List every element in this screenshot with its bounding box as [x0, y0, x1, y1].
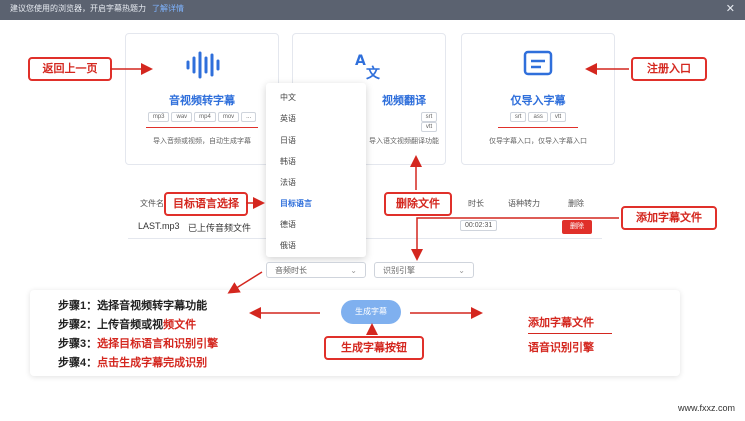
banner-link[interactable]: 了解详情 [152, 4, 184, 13]
translate-icon: A 文 [293, 50, 445, 82]
divider [528, 333, 612, 334]
header-delete: 删除 [568, 199, 584, 208]
card-desc: 导入语文视频翻译功能 [369, 138, 439, 145]
header-filename: 文件名 [140, 199, 164, 208]
annotation-add-subtitle-file: 添加字幕文件 [621, 206, 717, 230]
language-option[interactable]: 英语 [280, 114, 296, 123]
format-tag: vtt [420, 122, 438, 132]
banner-message: 建议您使用的浏览器，开启字幕热题力 [10, 4, 146, 13]
format-tag: wav [171, 112, 193, 122]
format-tag: mp3 [147, 112, 170, 122]
generate-subtitle-button[interactable]: 生成字幕 [341, 300, 401, 324]
top-banner: 建议您使用的浏览器，开启字幕热题力 了解详情 ✕ [0, 0, 745, 20]
card-desc: 仅导字幕入口，仅导入字幕入口 [489, 138, 587, 145]
select-value: 音频时长 [275, 266, 307, 275]
format-tag: srt [509, 112, 527, 122]
underline [146, 127, 258, 128]
annotation-add-subtitle: 添加字幕文件 [528, 317, 594, 329]
language-option[interactable]: 德语 [280, 220, 296, 229]
step-4: 步骤4：点击生成字幕完成识别 [58, 357, 208, 369]
language-option[interactable]: 韩语 [280, 157, 296, 166]
header-language: 语种转力 [508, 199, 540, 208]
format-tags: srtvtt [293, 112, 445, 132]
format-tag: vtt [549, 112, 567, 122]
delete-button[interactable]: 删除 [562, 220, 592, 234]
annotation-register: 注册入口 [631, 57, 707, 81]
watermark: www.fxxz.com [677, 403, 735, 413]
chevron-down-icon: ⌄ [350, 266, 357, 275]
language-option[interactable]: 中文 [280, 93, 296, 102]
format-tag: ... [241, 112, 257, 122]
file-duration: 00:02:31 [460, 220, 498, 231]
language-option-active[interactable]: 目标语言 [280, 199, 312, 208]
annotation-generate-button: 生成字幕按钮 [324, 336, 424, 360]
svg-text:文: 文 [366, 65, 381, 80]
annotation-speech-engine: 语音识别引擎 [528, 342, 594, 354]
audio-wave-icon [126, 50, 278, 80]
language-dropdown[interactable]: 中文 英语 日语 韩语 法语 目标语言 德语 俄语 [266, 83, 366, 257]
card-desc: 导入音频或视频，自动生成字幕 [153, 138, 251, 145]
annotation-delete-file: 删除文件 [384, 192, 452, 216]
header-duration: 时长 [468, 199, 484, 208]
engine-select[interactable]: 识别引擎 ⌄ [374, 262, 474, 278]
file-name: LAST.mp3 [138, 221, 180, 231]
file-status: 已上传音频文件 [188, 223, 252, 233]
language-option[interactable]: 法语 [280, 178, 296, 187]
close-icon[interactable]: ✕ [725, 3, 735, 15]
underline [498, 127, 578, 128]
language-option[interactable]: 俄语 [280, 241, 296, 250]
card-title: 音视频转字幕 [169, 95, 235, 107]
step-2: 步骤2：上传音频或视频文件 [58, 319, 197, 331]
audio-length-select[interactable]: 音频时长 ⌄ [266, 262, 366, 278]
chevron-down-icon: ⌄ [458, 266, 465, 275]
subtitle-icon [462, 50, 614, 80]
format-tag: mov [217, 112, 240, 122]
format-tag: mp4 [194, 112, 216, 122]
step-1: 步骤1：选择音视频转字幕功能 [58, 300, 208, 312]
format-tag: ass [528, 112, 548, 122]
annotation-back: 返回上一页 [28, 57, 112, 81]
card-title: 视频翻译 [382, 95, 426, 107]
svg-text:A: A [355, 53, 366, 69]
card-title: 仅导入字幕 [510, 95, 566, 107]
step-3: 步骤3：选择目标语言和识别引擎 [58, 338, 219, 350]
language-option[interactable]: 日语 [280, 136, 296, 145]
annotation-target-language: 目标语言选择 [164, 192, 248, 216]
select-value: 识别引擎 [383, 266, 415, 275]
